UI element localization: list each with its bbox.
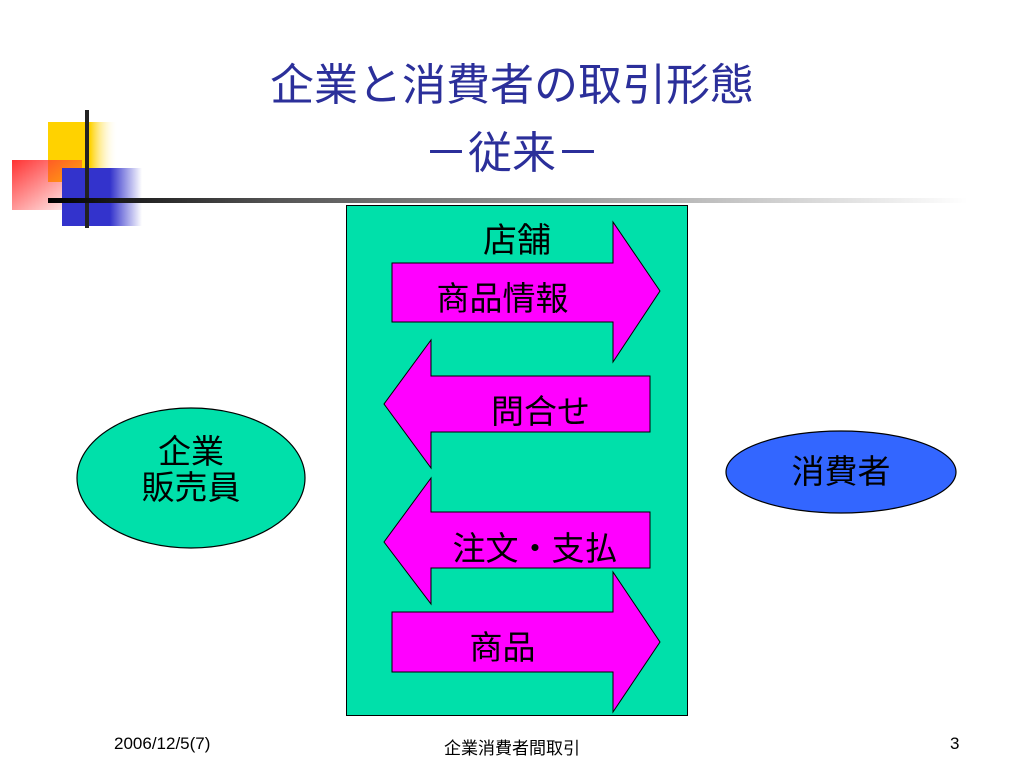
store-label: 店舗: [483, 221, 551, 261]
seller-label-line2: 販売員: [141, 468, 241, 508]
arrow-label-inquiry: 問合せ: [491, 392, 590, 431]
seller-oval: [76, 407, 306, 549]
arrow-label-product-info: 商品情報: [436, 279, 569, 318]
deco-blue-square: [62, 168, 142, 226]
consumer-label: 消費者: [791, 452, 891, 491]
footer-date: 2006/12/5(7): [114, 734, 211, 753]
footer-course: 企業消費者間取引: [444, 739, 580, 758]
deco-horizontal-rule: [48, 198, 968, 203]
arrow-product-info: [391, 220, 661, 364]
deco-vertical-line: [85, 110, 89, 228]
slide-subtitle: －従来－: [424, 128, 600, 179]
arrow-order-payment: [383, 476, 651, 606]
seller-label-line1: 企業: [158, 432, 224, 471]
footer-page-number: 3: [950, 734, 960, 753]
arrow-label-product: 商品: [469, 628, 536, 667]
seller-label: 企業 販売員: [77, 432, 305, 508]
consumer-oval: [725, 430, 957, 514]
arrow-label-order-payment: 注文・支払: [452, 529, 618, 568]
slide-title: 企業と消費者の取引形態: [270, 60, 754, 111]
arrow-product: [391, 570, 661, 714]
decoration: [12, 110, 968, 228]
arrow-inquiry: [383, 338, 651, 470]
